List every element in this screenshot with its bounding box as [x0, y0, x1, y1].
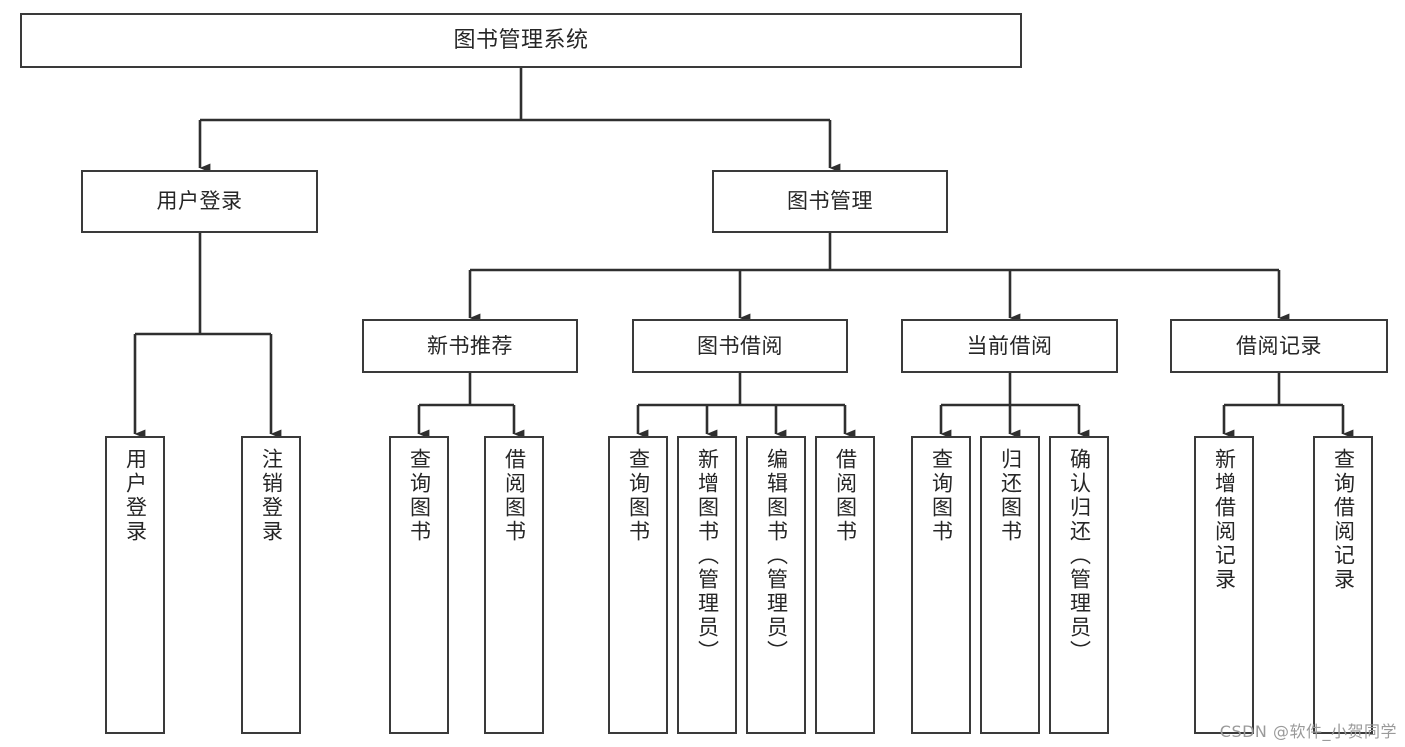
node-label: 编辑图书（管理员）: [764, 448, 789, 664]
node-leaf-query-borrow-record[interactable]: 查询借阅记录: [1313, 436, 1373, 734]
csdn-watermark: CSDN @软件_小贺同学: [1219, 722, 1397, 741]
node-label: 借阅记录: [1236, 333, 1322, 358]
node-leaf-borrow-book-recommend[interactable]: 借阅图书: [484, 436, 544, 734]
node-leaf-logout-login[interactable]: 注销登录: [241, 436, 301, 734]
node-label: 查询图书: [929, 448, 954, 544]
node-borrow-record[interactable]: 借阅记录: [1170, 319, 1388, 373]
node-root-book-management-system[interactable]: 图书管理系统: [20, 13, 1022, 68]
node-leaf-borrow-book[interactable]: 借阅图书: [815, 436, 875, 734]
node-label: 图书管理系统: [453, 27, 589, 53]
node-current-borrow[interactable]: 当前借阅: [901, 319, 1118, 373]
node-label: 新增图书（管理员）: [695, 448, 720, 664]
node-user-login[interactable]: 用户登录: [81, 170, 318, 233]
node-leaf-query-book-borrow[interactable]: 查询图书: [608, 436, 668, 734]
node-label: 用户登录: [123, 448, 148, 544]
node-label: 新书推荐: [427, 333, 513, 358]
node-label: 确认归还（管理员）: [1067, 448, 1092, 664]
node-new-book-recommend[interactable]: 新书推荐: [362, 319, 578, 373]
node-leaf-add-book-admin[interactable]: 新增图书（管理员）: [677, 436, 737, 734]
node-label: 借阅图书: [833, 448, 858, 544]
node-leaf-edit-book-admin[interactable]: 编辑图书（管理员）: [746, 436, 806, 734]
node-label: 借阅图书: [502, 448, 527, 544]
node-label: 注销登录: [259, 448, 284, 544]
node-leaf-return-book[interactable]: 归还图书: [980, 436, 1040, 734]
node-leaf-add-borrow-record[interactable]: 新增借阅记录: [1194, 436, 1254, 734]
node-label: 用户登录: [156, 189, 243, 214]
node-label: 图书借阅: [697, 333, 783, 358]
node-label: 当前借阅: [966, 333, 1053, 358]
node-leaf-user-login[interactable]: 用户登录: [105, 436, 165, 734]
node-label: 归还图书: [998, 448, 1023, 544]
node-label: 图书管理: [787, 189, 873, 214]
node-label: 新增借阅记录: [1212, 448, 1237, 592]
node-book-borrow[interactable]: 图书借阅: [632, 319, 848, 373]
node-label: 查询借阅记录: [1331, 448, 1356, 592]
node-label: 查询图书: [626, 448, 651, 544]
node-label: 查询图书: [407, 448, 432, 544]
node-book-management[interactable]: 图书管理: [712, 170, 948, 233]
node-leaf-query-book-current[interactable]: 查询图书: [911, 436, 971, 734]
node-leaf-query-book-recommend[interactable]: 查询图书: [389, 436, 449, 734]
node-leaf-confirm-return-admin[interactable]: 确认归还（管理员）: [1049, 436, 1109, 734]
